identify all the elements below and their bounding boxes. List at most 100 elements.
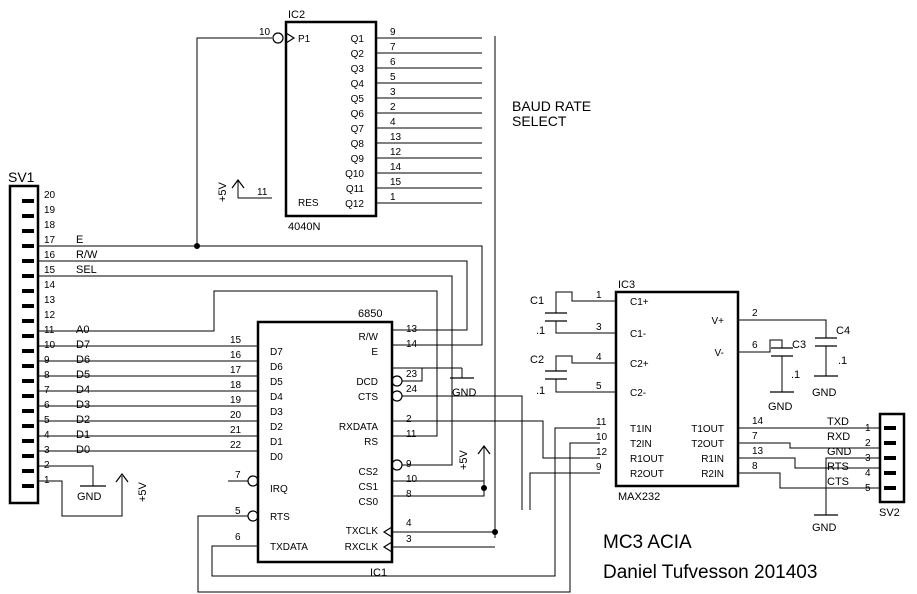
pin-number: 1 xyxy=(390,192,396,203)
ic2-output: Q27 xyxy=(351,42,396,60)
schematic-title: MC3 ACIA xyxy=(603,532,692,553)
ic1-part: 6850 xyxy=(358,308,382,320)
signal-label: E xyxy=(76,234,83,246)
pin-number: 14 xyxy=(44,280,56,291)
pin-name: T2OUT xyxy=(691,439,724,450)
pin-number: 5 xyxy=(865,483,871,494)
ic1-right-pin: R/W13 xyxy=(359,324,418,343)
pin-number: 12 xyxy=(390,147,402,158)
signal-label: GND xyxy=(827,446,852,458)
ic2-output: Q36 xyxy=(351,57,396,75)
pin-name: V+ xyxy=(711,316,724,327)
pin-number: 8 xyxy=(752,461,758,472)
ic2-output: Q62 xyxy=(351,102,396,120)
pin-name: Q6 xyxy=(351,109,365,120)
ic2-output: Q5 3 xyxy=(351,87,396,105)
signal-label: D5 xyxy=(76,369,90,381)
pin-name: Q5 xyxy=(351,94,365,105)
pin-number: 3 xyxy=(406,534,412,545)
sv2-pin: 3 GND xyxy=(827,446,896,464)
ic3-left-pin: T1IN 11 xyxy=(596,417,652,435)
pin-number: 5 xyxy=(44,415,50,426)
capacitors: C1 .1 C2 .1 C3 .1 GND C4 .1 GND GND xyxy=(530,295,850,534)
ic3-left-pin: C1-3 xyxy=(596,322,646,340)
pin-name: R/W xyxy=(359,332,379,343)
pin-number: 15 xyxy=(390,177,402,188)
pin-number: 8 xyxy=(44,370,50,381)
pin-number: 22 xyxy=(230,440,242,451)
pin-name: C2+ xyxy=(630,359,649,370)
pin-number: 7 xyxy=(752,431,758,442)
ic1-vcc: +5V xyxy=(458,449,470,470)
pin-number: 6 xyxy=(752,340,758,351)
pin-number: 19 xyxy=(44,205,56,216)
pin-name: C1+ xyxy=(630,297,649,308)
baud-label-2: SELECT xyxy=(512,113,567,129)
pin-number: 20 xyxy=(44,190,56,201)
pin-name: CS2 xyxy=(359,467,379,478)
pin-name: T1IN xyxy=(630,424,652,435)
ic3-left-pin: C2+ 4 xyxy=(596,352,649,370)
pin-name: C1- xyxy=(630,329,646,340)
pin-name: D0 xyxy=(270,452,283,463)
signal-label: SEL xyxy=(76,264,97,276)
pin-number: 24 xyxy=(406,384,418,395)
pin-name: Q7 xyxy=(351,124,365,135)
cap-ref: C1 xyxy=(530,295,544,307)
pin-number: 3 xyxy=(390,87,396,98)
ic1-gnd: GND xyxy=(452,387,477,399)
signal-label: D2 xyxy=(76,414,90,426)
junction-dot xyxy=(194,243,200,249)
signal-label: D4 xyxy=(76,384,90,396)
sv1-pin: 8 D5 xyxy=(22,369,90,383)
signal-label: TXD xyxy=(827,416,849,428)
pin-name: Q2 xyxy=(351,49,365,60)
schematic-author: Daniel Tufvesson 201403 xyxy=(603,562,817,583)
signal-label: RTS xyxy=(827,461,849,473)
pin-number: 5 xyxy=(596,381,602,392)
pin-number: 17 xyxy=(230,365,242,376)
pin-name: Q4 xyxy=(351,79,365,90)
pin-number: 15 xyxy=(230,335,242,346)
pin-name: D2 xyxy=(270,422,283,433)
pin-name: R2OUT xyxy=(630,469,664,480)
pin-number: 10 xyxy=(406,474,418,485)
cap-value: .1 xyxy=(536,325,545,337)
pin-number: 5 xyxy=(235,506,241,517)
pin-number: 3 xyxy=(865,453,871,464)
pin-number: 5 xyxy=(390,72,396,83)
pin-number: 14 xyxy=(406,339,418,350)
signal-label: RXD xyxy=(827,431,850,443)
sv1-pin: 14 xyxy=(22,280,56,293)
pin-number: 2 xyxy=(752,308,758,319)
ic3-left-pin: C2-5 xyxy=(596,381,646,399)
ic1-ref: IC1 xyxy=(370,567,387,579)
pin-number: 11 xyxy=(596,417,607,428)
pin-number: 18 xyxy=(44,220,56,231)
ic1-right-pin: E14 xyxy=(371,339,417,358)
pin-number: 4 xyxy=(596,352,602,363)
pin-number: 11 xyxy=(44,325,55,336)
pin-name: D5 xyxy=(270,377,283,388)
pin-number: 20 xyxy=(230,410,242,421)
gnd-label: GND xyxy=(812,522,837,534)
pin-number: 6 xyxy=(390,57,396,68)
